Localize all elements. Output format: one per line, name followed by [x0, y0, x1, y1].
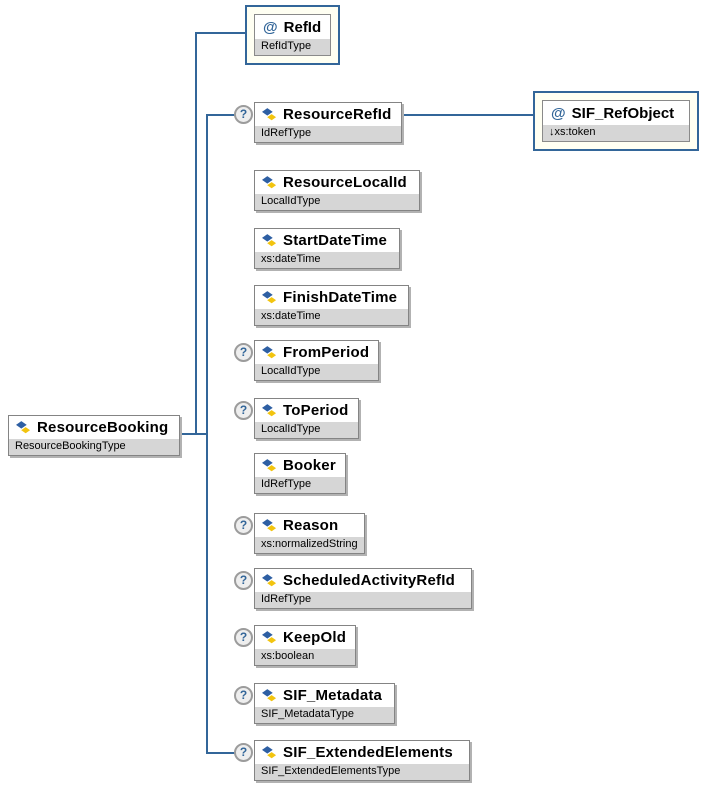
element-type: IdRefType [255, 477, 345, 493]
element-icon [262, 234, 278, 248]
connector-refid-branch [195, 32, 247, 34]
element-node-resourcebooking[interactable]: ResourceBooking ResourceBookingType [8, 415, 180, 456]
element-node-keepold[interactable]: KeepOld xs:boolean [254, 625, 357, 666]
element-type: IdRefType [255, 126, 401, 142]
attribute-node-sifrefobject[interactable]: @ SIF_RefObject ↓xs:token [533, 91, 699, 151]
element-icon [262, 459, 278, 473]
element-icon [262, 631, 278, 645]
attribute-name: RefId [283, 18, 322, 36]
element-name: ScheduledActivityRefId [283, 572, 455, 589]
element-name: Booker [283, 457, 336, 474]
optional-badge-keepold: ? [234, 628, 253, 647]
optional-badge-fromperiod: ? [234, 343, 253, 362]
element-icon [262, 574, 278, 588]
connector-root-horizontal [178, 433, 208, 435]
element-name: ToPeriod [283, 402, 349, 419]
element-name: FinishDateTime [283, 289, 398, 306]
attribute-icon: @ [551, 104, 566, 122]
optional-badge-resourcerefid: ? [234, 105, 253, 124]
element-name: FromPeriod [283, 344, 370, 361]
element-name: ResourceLocalId [283, 174, 407, 191]
element-node-toperiod[interactable]: ToPeriod LocalIdType [254, 398, 359, 439]
element-name: ResourceBooking [37, 419, 169, 436]
optional-badge-sifmetadata: ? [234, 686, 253, 705]
optional-badge-toperiod: ? [234, 401, 253, 420]
element-icon [262, 689, 278, 703]
element-icon [262, 291, 278, 305]
element-type: ResourceBookingType [9, 439, 179, 455]
element-node-startdatetime[interactable]: StartDateTime xs:dateTime [254, 228, 400, 269]
element-type: xs:boolean [255, 649, 356, 665]
optional-badge-sifextendedelements: ? [234, 743, 253, 762]
element-type: xs:dateTime [255, 309, 408, 325]
attribute-type: RefIdType [255, 39, 331, 55]
optional-badge-reason: ? [234, 516, 253, 535]
element-type: SIF_ExtendedElementsType [255, 764, 469, 780]
element-type: IdRefType [255, 592, 471, 608]
element-node-reason[interactable]: Reason xs:normalizedString [254, 513, 365, 554]
element-type: LocalIdType [255, 364, 379, 380]
element-node-booker[interactable]: Booker IdRefType [254, 453, 346, 494]
element-type: xs:normalizedString [255, 537, 364, 553]
element-node-sifmetadata[interactable]: SIF_Metadata SIF_MetadataType [254, 683, 395, 724]
element-node-resourcerefid[interactable]: ResourceRefId IdRefType [254, 102, 402, 143]
element-node-resourcelocalid[interactable]: ResourceLocalId LocalIdType [254, 170, 420, 211]
element-icon [262, 176, 278, 190]
connector-sifextendedelements-branch [206, 752, 237, 754]
element-node-finishdatetime[interactable]: FinishDateTime xs:dateTime [254, 285, 409, 326]
element-icon [16, 421, 32, 435]
element-name: ResourceRefId [283, 106, 392, 123]
element-name: StartDateTime [283, 232, 388, 249]
connector-sifrefobject-branch [398, 114, 538, 116]
element-type: xs:dateTime [255, 252, 399, 268]
element-type: SIF_MetadataType [255, 707, 394, 723]
attribute-name: SIF_RefObject [571, 104, 675, 122]
element-name: Reason [283, 517, 339, 534]
connector-attribute-trunk [195, 32, 197, 435]
element-name: SIF_ExtendedElements [283, 744, 453, 761]
element-icon [262, 346, 278, 360]
element-icon [262, 746, 278, 760]
element-type: LocalIdType [255, 194, 419, 210]
element-icon [262, 404, 278, 418]
element-icon [262, 108, 278, 122]
optional-badge-scheduledactivityrefid: ? [234, 571, 253, 590]
attribute-icon: @ [263, 18, 278, 36]
attribute-type: ↓xs:token [543, 125, 689, 141]
connector-sequence-trunk [206, 114, 208, 754]
element-type: LocalIdType [255, 422, 358, 438]
element-name: KeepOld [283, 629, 347, 646]
connector-resourcerefid-branch [206, 114, 237, 116]
element-icon [262, 519, 278, 533]
element-name: SIF_Metadata [283, 687, 383, 704]
attribute-node-refid[interactable]: @ RefId RefIdType [245, 5, 341, 65]
element-node-sifextendedelements[interactable]: SIF_ExtendedElements SIF_ExtendedElement… [254, 740, 470, 781]
element-node-scheduledactivityrefid[interactable]: ScheduledActivityRefId IdRefType [254, 568, 472, 609]
element-node-fromperiod[interactable]: FromPeriod LocalIdType [254, 340, 380, 381]
